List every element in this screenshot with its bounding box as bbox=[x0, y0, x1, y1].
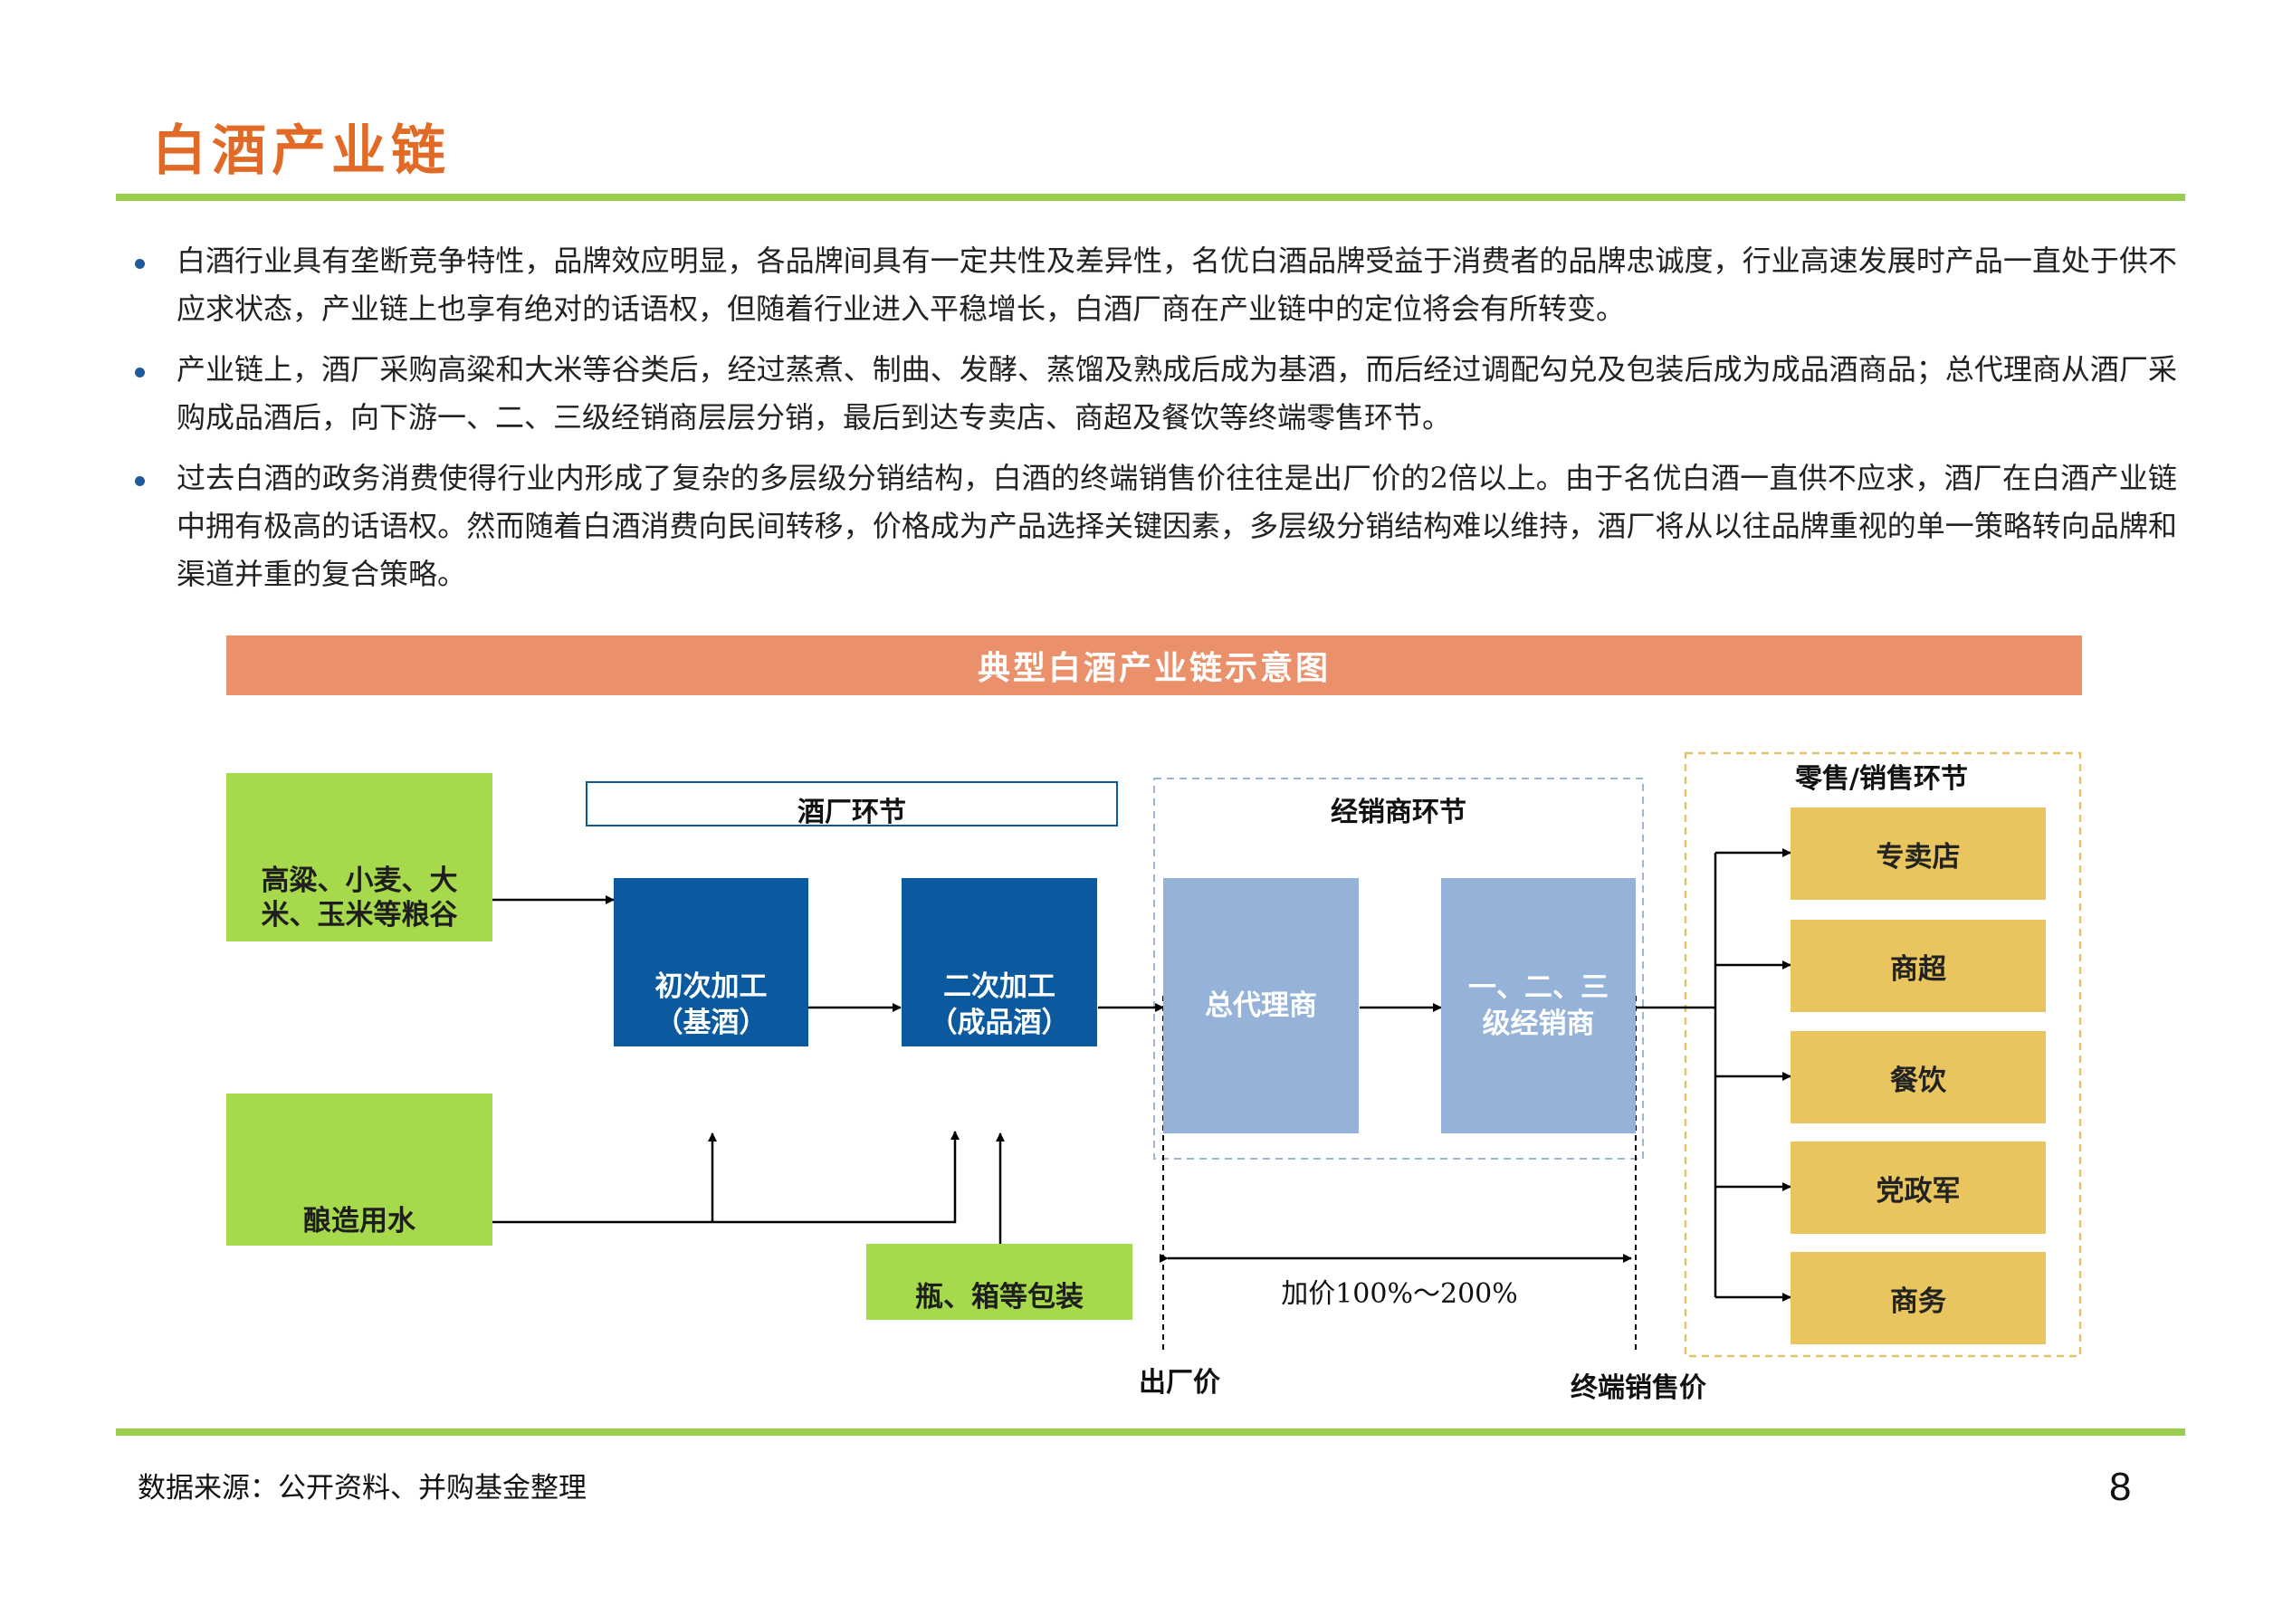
packaging-input-box: 瓶、箱等包装 bbox=[866, 1244, 1132, 1320]
retail-government-box: 党政军 bbox=[1791, 1142, 2046, 1234]
tiered-dealers-line2: 级经销商 bbox=[1482, 1008, 1595, 1040]
bullet-item: 白酒行业具有垄断竞争特性，品牌效应明显，各品牌间具有一定共性及差异性，名优白酒品… bbox=[131, 237, 2177, 333]
water-input-label: 酿造用水 bbox=[303, 1205, 415, 1237]
retail-supermarket-box: 商超 bbox=[1791, 920, 2046, 1012]
factory-section-label: 酒厂环节 bbox=[797, 797, 906, 828]
bullet-text: 过去白酒的政务消费使得行业内形成了复杂的多层级分销结构，白酒的终端销售价往往是出… bbox=[177, 461, 2177, 591]
primary-processing-sub: （基酒） bbox=[654, 1007, 768, 1039]
general-agent-box: 总代理商 bbox=[1163, 878, 1359, 1133]
page-number: 8 bbox=[2109, 1465, 2132, 1509]
retail-business-box: 商务 bbox=[1791, 1252, 2046, 1344]
water-feed-line bbox=[492, 1131, 960, 1224]
retail-government-label: 党政军 bbox=[1876, 1174, 1961, 1208]
bullet-text: 白酒行业具有垄断竞争特性，品牌效应明显，各品牌间具有一定共性及差异性，名优白酒品… bbox=[177, 244, 2177, 326]
markup-label: 加价100%～200% bbox=[1281, 1278, 1518, 1310]
primary-processing-box: 初次加工 （基酒） bbox=[614, 878, 808, 1046]
water-input-box: 酿造用水 bbox=[226, 1094, 492, 1246]
diagram-banner: 典型白酒产业链示意图 bbox=[226, 635, 2082, 695]
factory-price-label: 出厂价 bbox=[1139, 1367, 1220, 1399]
bullet-dot-icon bbox=[135, 476, 145, 486]
retail-supermarket-label: 商超 bbox=[1890, 952, 1946, 986]
grain-input-label: 高粱、小麦、大米、玉米等粮谷 bbox=[261, 865, 458, 931]
secondary-processing-sub: （成品酒） bbox=[929, 1007, 1070, 1039]
tiered-dealers-line1: 一、二、三 bbox=[1468, 971, 1609, 1004]
data-source-note: 数据来源：公开资料、并购基金整理 bbox=[138, 1472, 587, 1504]
retail-price-label: 终端销售价 bbox=[1571, 1372, 1706, 1404]
retail-business-label: 商务 bbox=[1890, 1285, 1946, 1318]
general-agent-label: 总代理商 bbox=[1205, 989, 1317, 1022]
bullet-item: 产业链上，酒厂采购高粱和大米等谷类后，经过蒸煮、制曲、发酵、蒸馏及熟成后成为基酒… bbox=[131, 346, 2177, 442]
grain-input-box: 高粱、小麦、大米、玉米等粮谷 bbox=[226, 773, 492, 941]
bullet-item: 过去白酒的政务消费使得行业内形成了复杂的多层级分销结构，白酒的终端销售价往往是出… bbox=[131, 454, 2177, 598]
bullet-dot-icon bbox=[135, 368, 145, 377]
secondary-processing-title: 二次加工 bbox=[943, 970, 1055, 1003]
title-divider bbox=[116, 194, 2185, 201]
retail-catering-box: 餐饮 bbox=[1791, 1031, 2046, 1123]
primary-processing-title: 初次加工 bbox=[654, 970, 768, 1003]
tiered-dealers-box: 一、二、三 级经销商 bbox=[1441, 878, 1636, 1133]
bullet-text: 产业链上，酒厂采购高粱和大米等谷类后，经过蒸煮、制曲、发酵、蒸馏及熟成后成为基酒… bbox=[177, 352, 2177, 435]
retail-store-box: 专卖店 bbox=[1791, 807, 2046, 900]
bullet-list: 白酒行业具有垄断竞争特性，品牌效应明显，各品牌间具有一定共性及差异性，名优白酒品… bbox=[131, 237, 2177, 611]
retail-section-label: 零售/销售环节 bbox=[1795, 763, 1968, 795]
factory-label-frame bbox=[586, 781, 1118, 826]
retail-store-label: 专卖店 bbox=[1876, 840, 1961, 874]
retail-frame bbox=[1684, 751, 2082, 1358]
page-title: 白酒产业链 bbox=[152, 119, 451, 183]
retail-catering-label: 餐饮 bbox=[1890, 1064, 1946, 1097]
distributor-section-label: 经销商环节 bbox=[1331, 797, 1466, 828]
packaging-input-label: 瓶、箱等包装 bbox=[915, 1281, 1084, 1314]
secondary-processing-box: 二次加工 （成品酒） bbox=[902, 878, 1097, 1046]
distributor-frame bbox=[1153, 778, 1644, 1160]
bullet-dot-icon bbox=[135, 259, 145, 269]
footer-divider bbox=[116, 1428, 2185, 1436]
